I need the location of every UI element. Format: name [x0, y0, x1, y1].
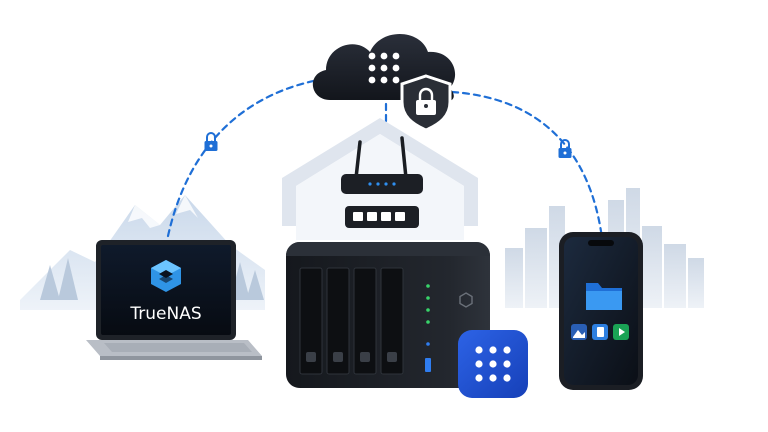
shield-icon — [400, 74, 452, 132]
lock-icon-right — [558, 139, 572, 158]
play-tile-icon[interactable] — [613, 324, 629, 340]
laptop: TrueNAS — [86, 240, 262, 360]
document-tile-icon[interactable] — [592, 324, 608, 340]
connection-laptop-cloud — [166, 78, 320, 238]
router-icon — [341, 136, 423, 194]
truenas-logo-icon — [151, 260, 181, 292]
smartphone — [559, 232, 643, 390]
phone-screen — [564, 237, 638, 385]
connection-cloud-phone — [450, 90, 604, 240]
folder-icon[interactable] — [586, 283, 622, 310]
padlock-icon — [416, 87, 436, 115]
cloud-grid-icon — [368, 52, 400, 84]
nas-device — [286, 242, 490, 388]
drive-bay-3[interactable] — [353, 267, 377, 375]
nas-logo-icon — [459, 292, 473, 308]
connection-lines — [166, 78, 604, 240]
network-switch-icon — [345, 206, 419, 228]
drive-bays — [299, 267, 404, 375]
photo-tile-icon[interactable] — [571, 324, 587, 340]
drive-bay-1[interactable] — [299, 267, 323, 375]
lock-icon-left — [204, 132, 218, 151]
usb-port — [425, 358, 431, 372]
laptop-brand-text: TrueNAS — [129, 304, 201, 324]
drive-bay-2[interactable] — [326, 267, 350, 375]
status-leds — [426, 284, 430, 324]
power-led — [426, 342, 430, 346]
app-tile[interactable] — [458, 330, 528, 398]
app-grid-icon — [475, 346, 511, 382]
drive-bay-4[interactable] — [380, 267, 404, 375]
